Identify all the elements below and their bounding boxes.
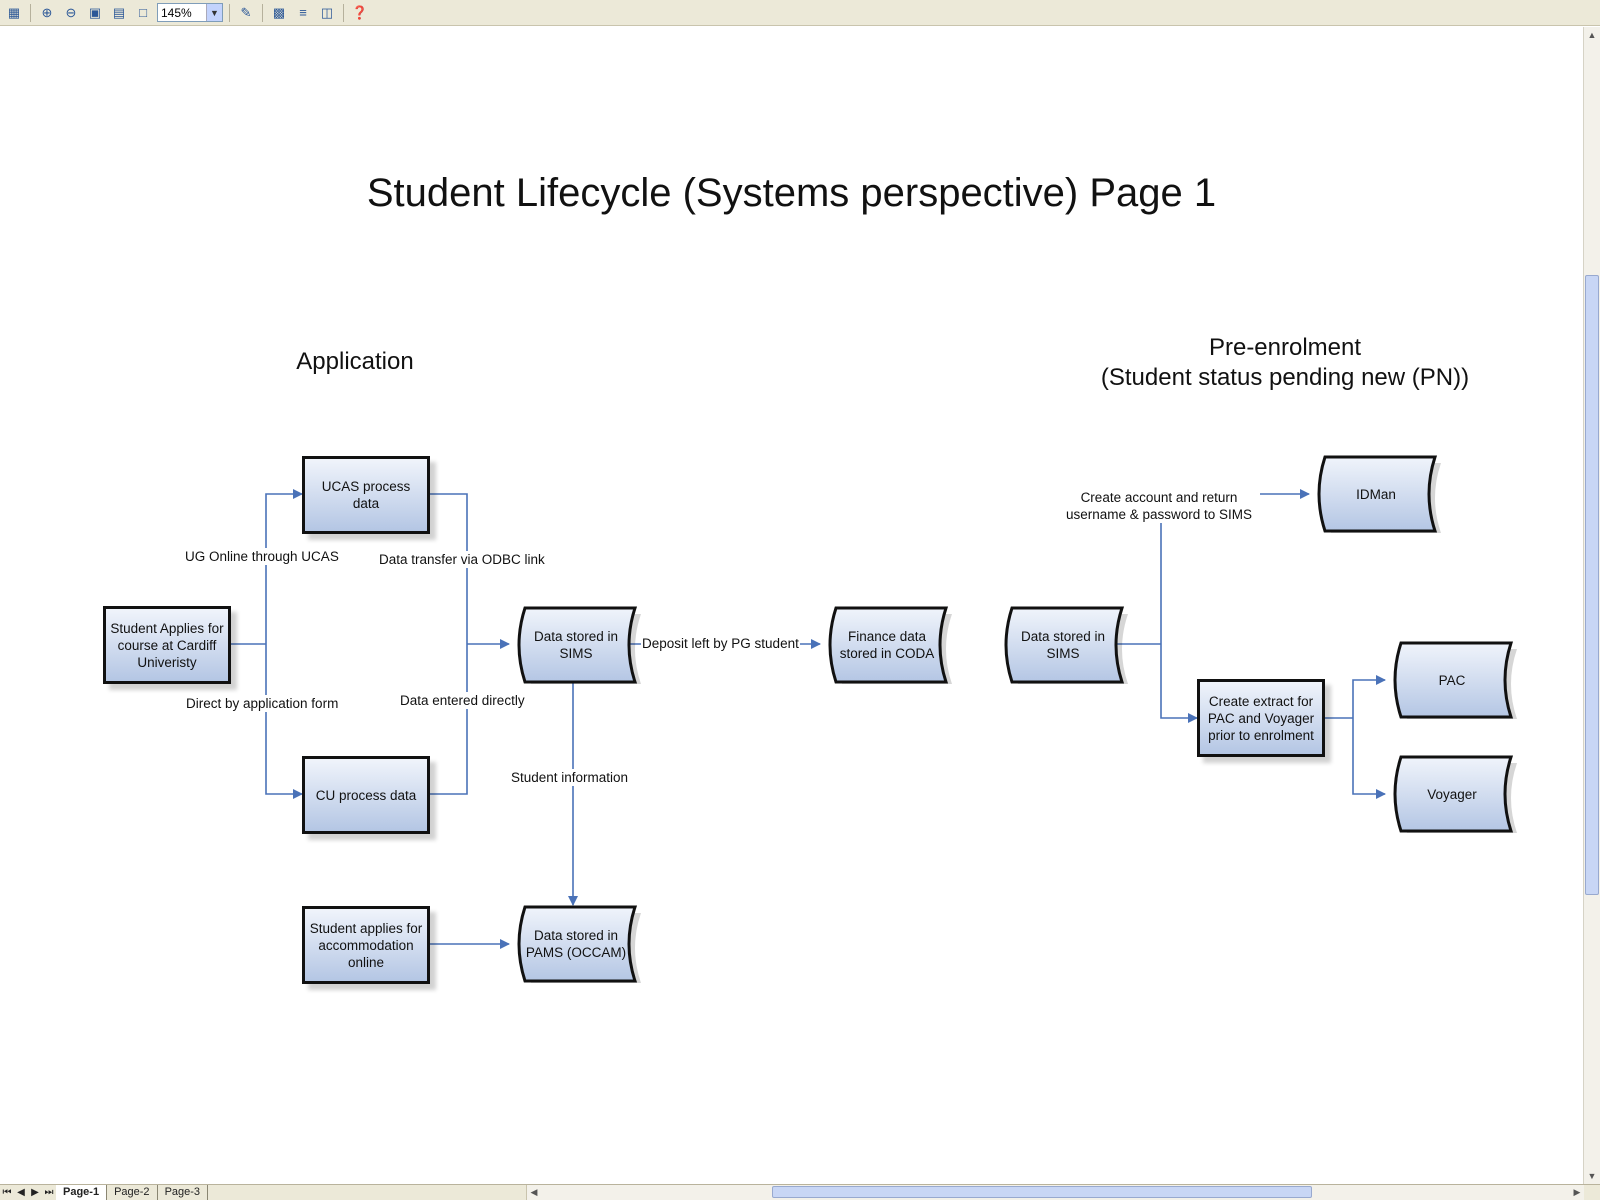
edge-label-student-info: Student information — [510, 769, 630, 786]
help-icon[interactable]: ❓ — [351, 4, 369, 20]
page-fit-icon[interactable]: ▣ — [88, 4, 102, 20]
store-sims-1[interactable]: Data stored in SIMS — [509, 606, 643, 686]
process-label: Student applies for accommodation online — [309, 920, 423, 970]
edge-label-odbc: Data transfer via ODBC link — [378, 551, 546, 568]
edge-label-direct-form: Direct by application form — [185, 695, 340, 712]
store-label: Finance data stored in CODA — [839, 629, 935, 661]
zoom-select[interactable]: 145% ▼ — [157, 3, 223, 22]
connector-ucas-out — [430, 493, 468, 795]
connector-to-ucas — [265, 489, 303, 644]
section-preenrolment-heading: Pre-enrolment (Student status pending ne… — [1085, 333, 1485, 393]
process-label: CU process data — [315, 787, 417, 803]
vertical-scroll-thumb[interactable] — [1585, 275, 1599, 895]
properties-icon[interactable]: ✎ — [240, 4, 252, 20]
stencil-icon[interactable]: ≡ — [299, 5, 307, 20]
store-idman[interactable]: IDMan — [1309, 455, 1443, 535]
store-label: PAC — [1438, 672, 1466, 688]
edge-label-entered-directly: Data entered directly — [399, 692, 526, 709]
tab-page-2[interactable]: Page-2 — [107, 1185, 158, 1200]
store-label: Data stored in SIMS — [1020, 629, 1106, 661]
page-title: Student Lifecycle (Systems perspective) … — [366, 171, 1217, 215]
toolbar-separator — [343, 3, 344, 22]
process-cu[interactable]: CU process data — [302, 756, 430, 834]
zoom-in-icon[interactable]: ⊕ — [41, 4, 53, 20]
process-label: Create extract for PAC and Voyager prior… — [1207, 693, 1315, 743]
next-page-icon[interactable]: ▶ — [31, 1187, 39, 1198]
zoom-value: 145% — [161, 5, 192, 20]
layers-icon[interactable]: ▩ — [272, 4, 286, 20]
scroll-right-icon[interactable]: ▶ — [1573, 1187, 1581, 1197]
toolbar-separator — [30, 3, 31, 22]
store-label: Data stored in SIMS — [533, 629, 619, 661]
tab-page-3[interactable]: Page-3 — [158, 1185, 209, 1200]
section-preenrolment-title: Pre-enrolment — [1208, 334, 1362, 361]
zoom-out-icon[interactable]: ⊖ — [65, 4, 77, 20]
page-tab-bar: ⏮ ◀ ▶ ⏭ Page-1 Page-2 Page-3 ◀ ▶ — [0, 1184, 1600, 1200]
edge-label-ug-online: UG Online through UCAS — [184, 548, 340, 565]
store-label: Data stored in PAMS (OCCAM) — [525, 928, 627, 960]
store-label: Voyager — [1427, 786, 1477, 802]
connector-to-voyager — [1352, 718, 1386, 799]
tab-page-1[interactable]: Page-1 — [56, 1185, 108, 1200]
process-accommodation[interactable]: Student applies for accommodation online — [302, 906, 430, 984]
toolbar: ▦ ⊕ ⊖ ▣ ▤ □ 145% ▼ ✎ ▩ ≡ ◫ ❓ — [0, 0, 1600, 26]
store-label: IDMan — [1356, 486, 1396, 502]
scroll-left-icon[interactable]: ◀ — [530, 1187, 538, 1197]
scroll-up-icon[interactable]: ▲ — [1587, 30, 1597, 40]
first-page-icon[interactable]: ⏮ — [2, 1187, 12, 1198]
toolbar-separator — [262, 3, 263, 22]
store-coda[interactable]: Finance data stored in CODA — [820, 606, 954, 686]
section-application-heading: Application — [296, 348, 414, 375]
store-pams[interactable]: Data stored in PAMS (OCCAM) — [509, 905, 643, 985]
toolbar-separator — [229, 3, 230, 22]
grid-icon[interactable]: ◫ — [320, 4, 334, 20]
edge-label-deposit: Deposit left by PG student — [641, 635, 800, 652]
chevron-down-icon[interactable]: ▼ — [206, 4, 222, 21]
edge-label-create-account: Create account and return username & pas… — [1058, 489, 1260, 523]
process-create-extract[interactable]: Create extract for PAC and Voyager prior… — [1197, 679, 1325, 757]
last-page-icon[interactable]: ⏭ — [44, 1187, 54, 1198]
prev-page-icon[interactable]: ◀ — [17, 1187, 25, 1198]
connector-lines — [231, 489, 1386, 949]
store-sims-2[interactable]: Data stored in SIMS — [996, 606, 1130, 686]
page-icon[interactable]: □ — [139, 5, 147, 20]
page-width-icon[interactable]: ▤ — [112, 4, 126, 20]
section-preenrolment-subtitle: (Student status pending new (PN)) — [1100, 364, 1470, 391]
horizontal-scroll-thumb[interactable] — [772, 1186, 1312, 1198]
store-voyager[interactable]: Voyager — [1385, 755, 1519, 835]
drawing-canvas[interactable]: Student Lifecycle (Systems perspective) … — [0, 27, 1583, 1184]
connector-to-extract — [1160, 644, 1198, 723]
process-label: Student Applies for course at Cardiff Un… — [110, 620, 224, 670]
connector-to-cu — [265, 644, 303, 799]
horizontal-scrollbar[interactable]: ◀ ▶ — [526, 1185, 1584, 1200]
process-student-applies[interactable]: Student Applies for course at Cardiff Un… — [103, 606, 231, 684]
process-label: UCAS process data — [321, 479, 411, 511]
visio-icon[interactable]: ▦ — [7, 4, 21, 20]
scroll-down-icon[interactable]: ▼ — [1587, 1171, 1597, 1181]
process-ucas[interactable]: UCAS process data — [302, 456, 430, 534]
store-pac[interactable]: PAC — [1385, 641, 1519, 721]
vertical-scrollbar[interactable]: ▲ ▼ — [1583, 27, 1600, 1184]
connector-to-pac — [1352, 675, 1386, 718]
